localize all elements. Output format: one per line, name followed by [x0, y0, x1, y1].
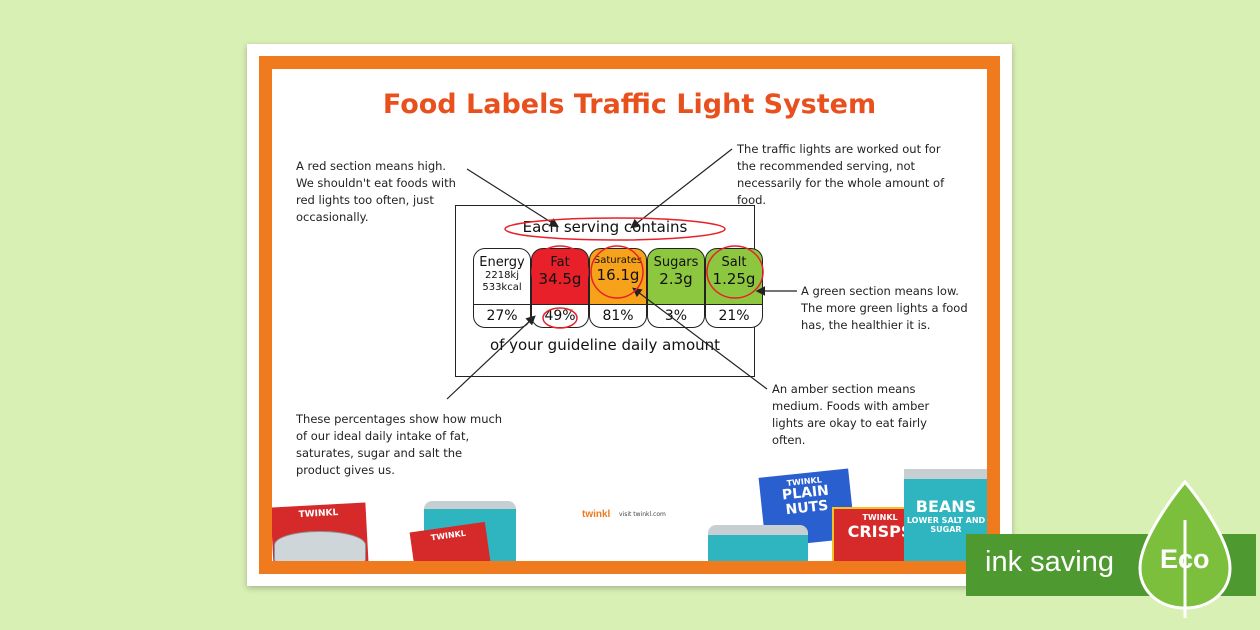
salt-cell: Salt 1.25g: [705, 248, 763, 306]
sugars-cell: Sugars 2.3g: [647, 248, 705, 306]
worksheet-content: Food Labels Traffic Light System A red s…: [272, 69, 987, 561]
pack-brand: TWINKL: [430, 528, 467, 543]
energy-kj: 2218kj: [484, 270, 520, 281]
note-serving: The traffic lights are worked out for th…: [737, 142, 945, 207]
energy-label: Energy: [479, 255, 525, 270]
note-percent: These percentages show how much of our i…: [296, 412, 503, 477]
twinkl-url: visit twinkl.com: [619, 511, 666, 518]
sugars-value: 2.3g: [659, 270, 693, 288]
energy-cell: Energy 2218kj 533kcal: [473, 248, 531, 306]
can-left: [274, 531, 366, 561]
note-amber: An amber section means medium. Foods wit…: [772, 382, 930, 447]
pack-crisps-label: CRISPS: [847, 522, 913, 541]
salt-percent: 21%: [705, 304, 763, 328]
fat-value: 34.5g: [538, 270, 582, 288]
note-green: A green section means low. The more gree…: [801, 284, 968, 332]
salt-value: 1.25g: [712, 270, 756, 288]
pack-brand: TWINKL: [862, 513, 898, 522]
fat-cell: Fat 34.5g: [531, 248, 589, 306]
saturates-cell: Saturates 16.1g: [589, 248, 647, 306]
label-top-text: Each serving contains: [522, 218, 688, 236]
page-title: Food Labels Traffic Light System: [382, 89, 877, 120]
ink-saving-label: ink saving: [985, 546, 1114, 578]
eco-label: Eco: [1160, 544, 1210, 574]
fat-percent: 49%: [531, 304, 589, 328]
energy-kcal: 533kcal: [482, 282, 522, 293]
can-right: [708, 525, 808, 561]
label-bottom-text: of your guideline daily amount: [489, 336, 721, 354]
pack-brand: TWINKL: [298, 507, 339, 521]
can-beans: BEANS LOWER SALT AND SUGAR: [904, 469, 987, 561]
twinkl-logo: twinkl: [582, 509, 611, 520]
saturates-percent: 81%: [589, 304, 647, 328]
energy-percent: 27%: [473, 304, 531, 328]
can-beans-label: BEANS: [915, 497, 977, 516]
sugars-percent: 3%: [647, 304, 705, 328]
fat-label: Fat: [550, 255, 570, 270]
can-beans-sub: LOWER SALT AND SUGAR: [906, 516, 986, 534]
saturates-label: Saturates: [593, 255, 643, 266]
nutrition-label: Each serving contains Energy 2218kj 533k…: [455, 205, 763, 377]
saturates-value: 16.1g: [596, 266, 640, 284]
salt-label: Salt: [721, 255, 747, 270]
sugars-label: Sugars: [653, 255, 699, 270]
pack-twinkl-mid: TWINKL: [409, 521, 491, 561]
note-red: A red section means high. We shouldn't e…: [296, 159, 456, 224]
leaf-icon: [1138, 480, 1232, 618]
